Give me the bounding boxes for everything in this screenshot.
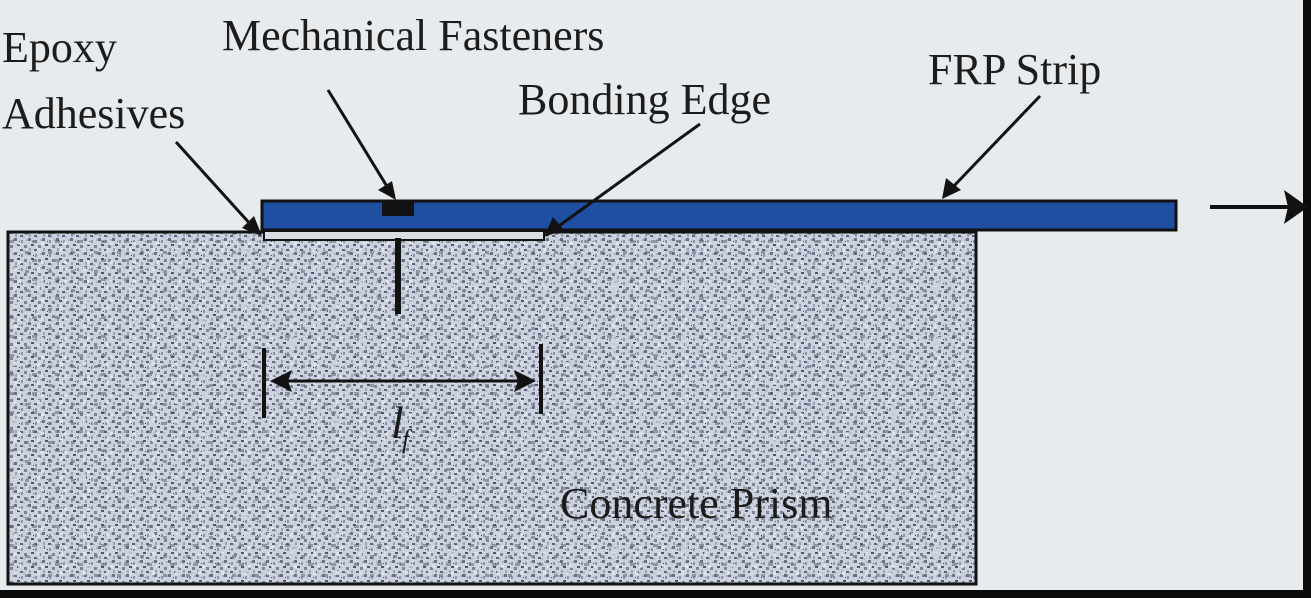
label-frp-strip: FRP Strip bbox=[928, 45, 1101, 94]
bonding-edge-leader-arrow bbox=[544, 122, 701, 237]
fastener-leader-arrow bbox=[326, 89, 396, 200]
concrete-prism bbox=[6, 230, 978, 586]
label-bonding-edge: Bonding Edge bbox=[518, 75, 771, 124]
epoxy-leader-arrow bbox=[174, 140, 262, 236]
fastener-length-symbol: l bbox=[391, 397, 404, 448]
fastener-distance-dimension bbox=[262, 344, 543, 418]
pull-arrow bbox=[1210, 190, 1308, 224]
label-concrete-prism: Concrete Prism bbox=[560, 479, 833, 528]
label-epoxy-line2: Adhesives bbox=[2, 89, 185, 138]
label-mechanical-fasteners: Mechanical Fasteners bbox=[222, 11, 604, 60]
epoxy-adhesive-layer bbox=[263, 230, 545, 241]
fastener-length-subscript: f bbox=[402, 425, 413, 454]
label-fastener-length: l f bbox=[391, 397, 413, 454]
frp-leader-arrow bbox=[942, 94, 1042, 199]
label-epoxy-line1: Epoxy bbox=[2, 23, 117, 72]
frp-strip bbox=[260, 199, 1178, 232]
mechanical-fastener bbox=[382, 200, 414, 314]
